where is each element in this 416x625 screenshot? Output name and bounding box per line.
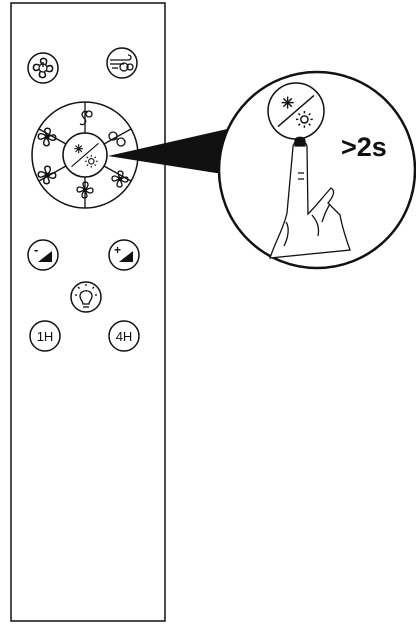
fan-power-button[interactable] (28, 53, 58, 83)
timer-1h-button[interactable]: 1H (30, 321, 60, 351)
brightness-down-button[interactable]: - (28, 240, 58, 270)
timer-4h-button[interactable]: 4H (109, 321, 139, 351)
brightness-up-button[interactable]: + (109, 240, 139, 270)
breeze-button[interactable] (107, 48, 137, 78)
timer-4h-label: 4H (116, 329, 133, 344)
plus-label: + (114, 243, 121, 257)
timer-1h-label: 1H (37, 329, 54, 344)
light-button[interactable] (71, 282, 101, 312)
callout-zoom: >2s (219, 72, 415, 268)
minus-label: - (34, 242, 38, 257)
hold-duration-text: >2s (341, 132, 387, 162)
callout-mode-button (268, 83, 324, 139)
